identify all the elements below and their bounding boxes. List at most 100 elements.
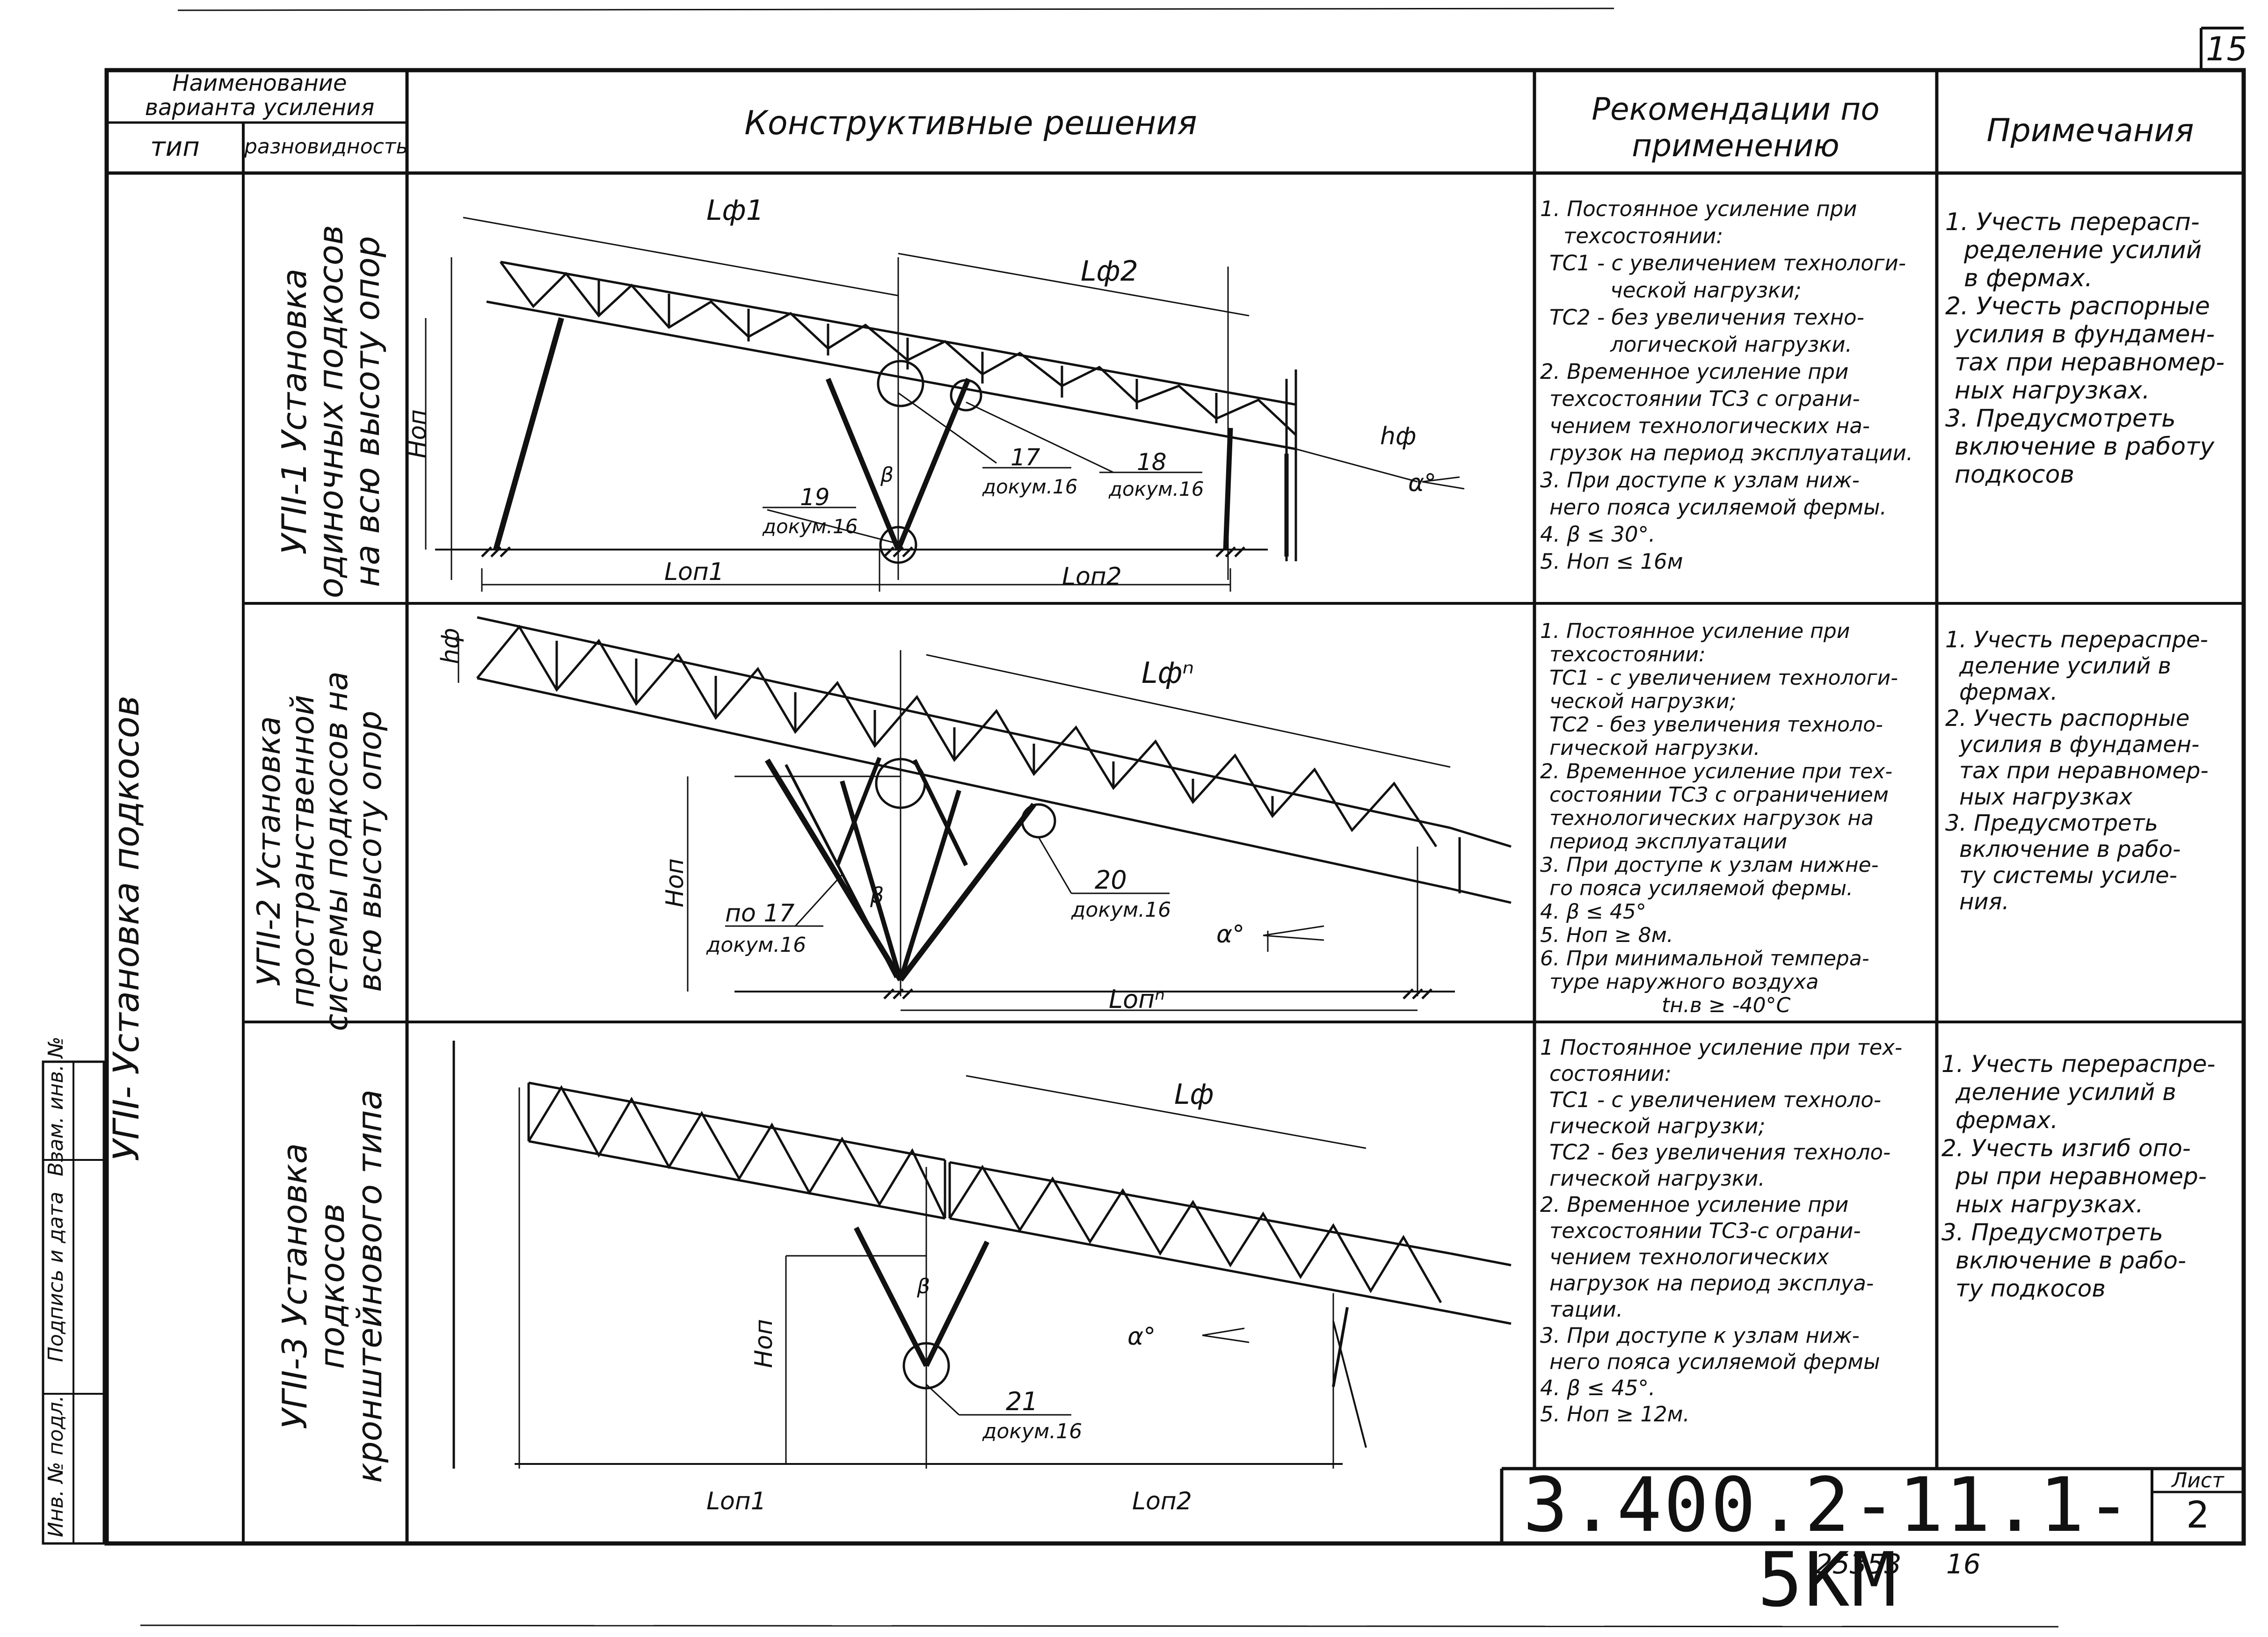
row1-note-line: ных нагрузках. xyxy=(1955,377,2150,405)
row3-note-line: 3. Предусмотреть xyxy=(1941,1219,2163,1246)
row1-label-hop: Hоп xyxy=(407,409,432,458)
row1-rec-line: грузок на период эксплуатации. xyxy=(1549,441,1913,465)
row3-recommendations: 1 Постоянное усиление при тех- состоянии… xyxy=(1540,1035,1933,1427)
bottom-number-1: 25353 xyxy=(1815,1548,1902,1580)
row3-label-lop1: Lоп1 xyxy=(706,1487,766,1515)
corner-sheet-number: 15 xyxy=(2206,30,2248,68)
row1-rec-line: него пояса усиляемой фермы. xyxy=(1549,495,1887,520)
row2-note-line: тах при неравномер- xyxy=(1959,758,2209,784)
row3-note-line: ных нагрузках. xyxy=(1955,1191,2144,1218)
row1-label-n17: 17 xyxy=(1010,444,1040,471)
row3-rec-line: гической нагрузки; xyxy=(1549,1114,1766,1138)
row1-rec-line: техсостоянии ТС3 с ограни- xyxy=(1549,386,1860,411)
stamp-code: 3.400.2-11.1-5KM xyxy=(1523,1461,2133,1623)
row2-rec-line: ТС1 - с увеличением технологи- xyxy=(1549,666,1898,690)
row2-label-n20: 20 xyxy=(1095,865,1127,895)
row3-label-lop2: Lоп2 xyxy=(1132,1487,1192,1515)
row2-label-d17: докум.16 xyxy=(706,933,806,957)
row2-label-alpha: α° xyxy=(1216,920,1244,949)
row1-note-line: 1. Учесть перерасп- xyxy=(1945,208,2200,236)
row2-note-line: ния. xyxy=(1959,889,2009,915)
row2-rec-line: tн.в ≥ -40°C xyxy=(1662,993,1791,1017)
row3-note-line: ту подкосов xyxy=(1955,1275,2106,1302)
row2-note-line: фермах. xyxy=(1959,679,2058,705)
row1-label-hf: hф xyxy=(1380,422,1416,450)
row3-rec-line: 5. Hоп ≥ 12м. xyxy=(1540,1402,1690,1427)
row1-rec-line: 1. Постоянное усиление при xyxy=(1540,196,1857,221)
row2-rec-line: туре наружного воздуха xyxy=(1549,970,1819,994)
row2-label-d20: докум.16 xyxy=(1071,898,1171,922)
row2-label-lf: Lфⁿ xyxy=(1141,656,1194,690)
row2-label-lop: Lопⁿ xyxy=(1109,985,1165,1014)
row1-label-d17: докум.16 xyxy=(982,475,1077,498)
side-strip-replace-inv: Взам. инв. № xyxy=(44,1036,68,1176)
stamp-sheet-number: 2 xyxy=(2186,1494,2210,1536)
header-type: тип xyxy=(150,132,200,162)
row3-label-beta: β xyxy=(916,1275,930,1298)
row1-note-line: в фермах. xyxy=(1964,264,2093,292)
row3-label-lf: Lф xyxy=(1174,1078,1214,1111)
row3-label-n21: 21 xyxy=(1006,1387,1038,1416)
row2-note-line: 1. Учесть перераспре- xyxy=(1945,627,2208,653)
row3-rec-line: состоянии: xyxy=(1549,1061,1672,1086)
row1-label-n18: 18 xyxy=(1137,449,1167,476)
row3-rec-line: техсостоянии ТС3-с ограни- xyxy=(1549,1218,1861,1243)
row2-rec-line: ТС2 - без увеличения техноло- xyxy=(1549,713,1883,737)
row2-variant-label: УГII-2 Установка пространственной систем… xyxy=(251,671,389,1031)
row3-rec-line: ТС1 - с увеличением техноло- xyxy=(1549,1087,1882,1112)
row2-note-line: деление усилий в xyxy=(1959,653,2171,679)
row1-rec-line: чением технологических на- xyxy=(1549,413,1870,438)
row2-note-line: ту системы усиле- xyxy=(1959,862,2177,889)
row3-variant-label: УГII-3 Установка подкосов кронштейнового… xyxy=(275,1089,389,1483)
row3-rec-line: 1 Постоянное усиление при тех- xyxy=(1540,1035,1903,1060)
row2-rec-line: ческой нагрузки; xyxy=(1549,689,1737,713)
stamp-sheet-label: Лист xyxy=(2172,1469,2224,1492)
row1-rec-line: 3. При доступе к узлам ниж- xyxy=(1540,468,1860,493)
header-notes: Примечания xyxy=(1986,112,2194,149)
bottom-number-2: 16 xyxy=(1946,1548,1981,1580)
row3-rec-line: тации. xyxy=(1549,1297,1623,1322)
row2-label-hf: hф xyxy=(436,628,465,664)
row2-rec-line: техсостоянии: xyxy=(1549,643,1706,666)
row1-note-line: тах при неравномер- xyxy=(1955,348,2225,377)
row2-notes: 1. Учесть перераспре- деление усилий в ф… xyxy=(1945,627,2240,915)
row1-rec-line: ТС2 - без увеличения техно- xyxy=(1549,305,1864,330)
row2-label-hop: Hоп xyxy=(661,858,689,907)
row3-note-line: фермах. xyxy=(1955,1107,2058,1134)
row1-rec-line: техсостоянии: xyxy=(1563,224,1723,248)
row2-label-n17: по 17 xyxy=(725,899,795,927)
row1-drawing: Lф1 Lф2 Hоп hф α° β 17 докум.16 18 докум… xyxy=(407,194,1465,592)
row1-label-d18: докум.16 xyxy=(1108,478,1204,500)
row2-label-beta: β xyxy=(870,883,884,908)
row2-recommendations: 1. Постоянное усиление при техсостоянии:… xyxy=(1540,620,1933,1017)
row3-label-d21: докум.16 xyxy=(982,1420,1082,1443)
row1-recommendations: 1. Постоянное усиление при техсостоянии:… xyxy=(1540,196,1933,575)
row3-rec-line: чением технологических xyxy=(1549,1245,1829,1269)
row2-rec-line: период эксплуатации xyxy=(1549,830,1788,854)
row1-label-alpha: α° xyxy=(1408,469,1436,497)
row1-variant-label: УГII-1 Установка одиночных подкосов на в… xyxy=(275,225,387,599)
row1-label-lop1: Lоп1 xyxy=(664,558,724,586)
side-strip-signature-date: Подпись и дата xyxy=(44,1191,68,1362)
row1-rec-line: 4. β ≤ 30°. xyxy=(1540,522,1656,547)
row2-rec-line: 3. При доступе к узлам нижне- xyxy=(1540,853,1879,877)
row1-rec-line: ческой нагрузки; xyxy=(1610,278,1802,303)
row3-note-line: включение в рабо- xyxy=(1955,1247,2187,1274)
row2-rec-line: 4. β ≤ 45° xyxy=(1540,900,1646,924)
row3-label-alpha: α° xyxy=(1127,1323,1156,1351)
row3-rec-line: него пояса усиляемой фермы xyxy=(1549,1349,1880,1374)
row1-note-line: ределение усилий xyxy=(1964,236,2202,264)
row3-rec-line: гической нагрузки. xyxy=(1549,1166,1765,1191)
row3-rec-line: ТС2 - без увеличения техноло- xyxy=(1549,1140,1891,1165)
row1-label-beta: β xyxy=(880,463,894,487)
row3-note-line: 2. Учесть изгиб опо- xyxy=(1941,1135,2191,1162)
row3-note-line: ры при неравномер- xyxy=(1955,1163,2207,1190)
row1-note-line: подкосов xyxy=(1955,461,2075,489)
row2-note-line: 2. Учесть распорные xyxy=(1945,705,2190,732)
row1-note-line: включение в работу xyxy=(1955,433,2215,461)
row2-rec-line: гической нагрузки. xyxy=(1549,736,1760,760)
side-strip-inv-number: Инв. № подл. xyxy=(44,1395,68,1537)
row1-notes: 1. Учесть перерасп- ределение усилий в ф… xyxy=(1945,208,2240,489)
row2-rec-line: 5. Hоп ≥ 8м. xyxy=(1540,923,1673,947)
row3-label-hop: Hоп xyxy=(750,1319,778,1368)
